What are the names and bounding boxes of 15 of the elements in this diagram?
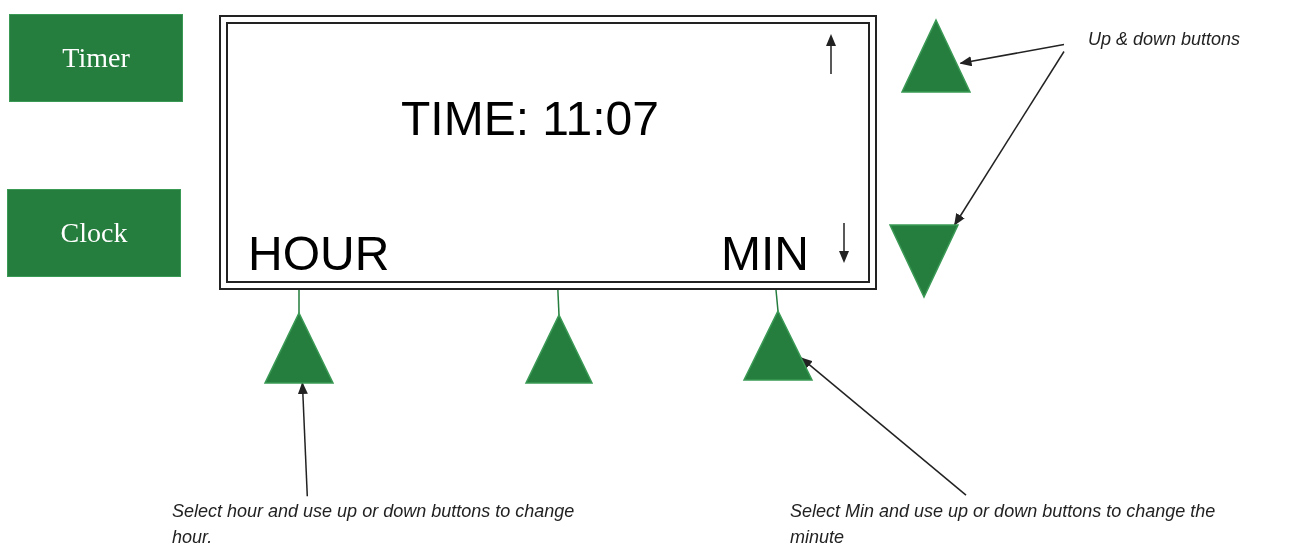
connector-line: [298, 289, 300, 314]
lcd-display: [219, 15, 877, 290]
leader-arrow: [959, 43, 1065, 67]
connector-line: [557, 289, 560, 316]
minute-label: MIN: [721, 230, 809, 278]
annotation-text: Select hour and use up or down buttons to change hour.: [172, 500, 576, 549]
annotation-text: Up & down buttons: [1087, 28, 1242, 51]
time-readout: TIME: 11:07: [401, 95, 659, 143]
leader-arrow: [953, 50, 1065, 226]
mode-button: Timer: [9, 14, 183, 102]
annotation-text: Select Min and use up or down buttons to change the minute: [790, 500, 1217, 549]
connector-line: [775, 289, 779, 312]
mode-button: Clock: [7, 189, 181, 277]
leader-arrow: [297, 382, 309, 498]
hour-label: HOUR: [248, 230, 390, 278]
